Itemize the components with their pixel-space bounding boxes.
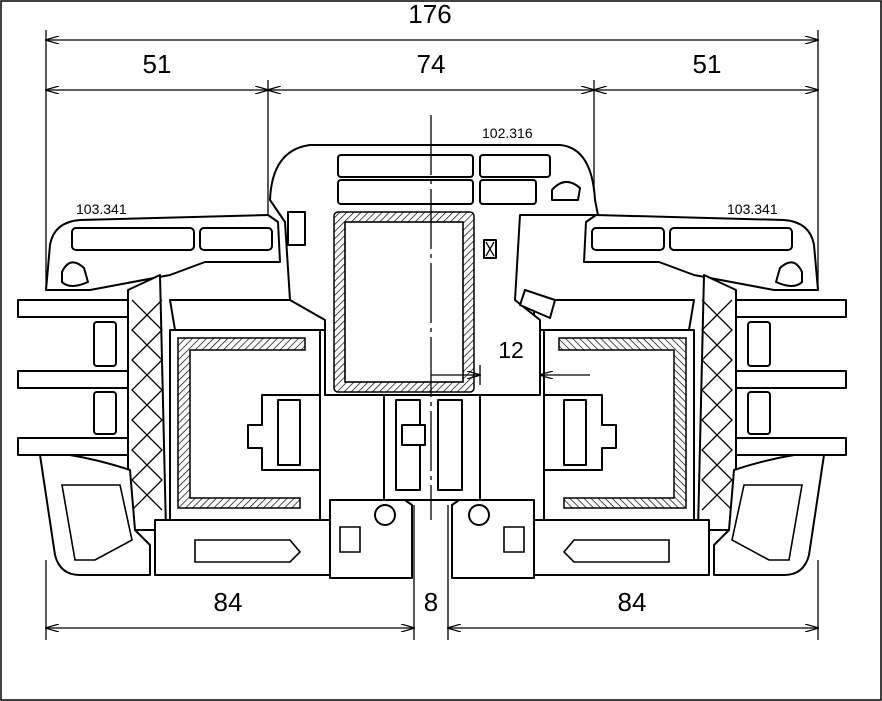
dimension-reinforcement-label: 12 bbox=[498, 337, 524, 363]
dimension-left-sash-label: 51 bbox=[143, 49, 172, 79]
dimension-overall-label: 176 bbox=[408, 0, 451, 29]
dimension-bottom-right-label: 84 bbox=[618, 587, 647, 617]
glazing-left bbox=[17, 299, 137, 456]
dimension-sashes bbox=[46, 80, 818, 215]
dimension-center-label: 74 bbox=[417, 49, 446, 79]
glazing-right bbox=[727, 299, 847, 456]
left-sash-profile bbox=[39, 214, 413, 579]
center-mullion-profile bbox=[269, 144, 599, 501]
part-number-left: 103.341 bbox=[76, 201, 127, 217]
dimension-bottom bbox=[46, 505, 818, 640]
dimension-bottom-left-label: 84 bbox=[214, 587, 243, 617]
dimension-bottom-gap-label: 8 bbox=[424, 587, 438, 617]
part-number-right: 103.341 bbox=[727, 201, 778, 217]
dimension-overall bbox=[46, 30, 818, 290]
part-number-center: 102.316 bbox=[482, 125, 533, 141]
right-sash-profile bbox=[451, 214, 825, 579]
dimension-right-sash-label: 51 bbox=[693, 49, 722, 79]
dimension-reinforcement bbox=[431, 365, 590, 385]
